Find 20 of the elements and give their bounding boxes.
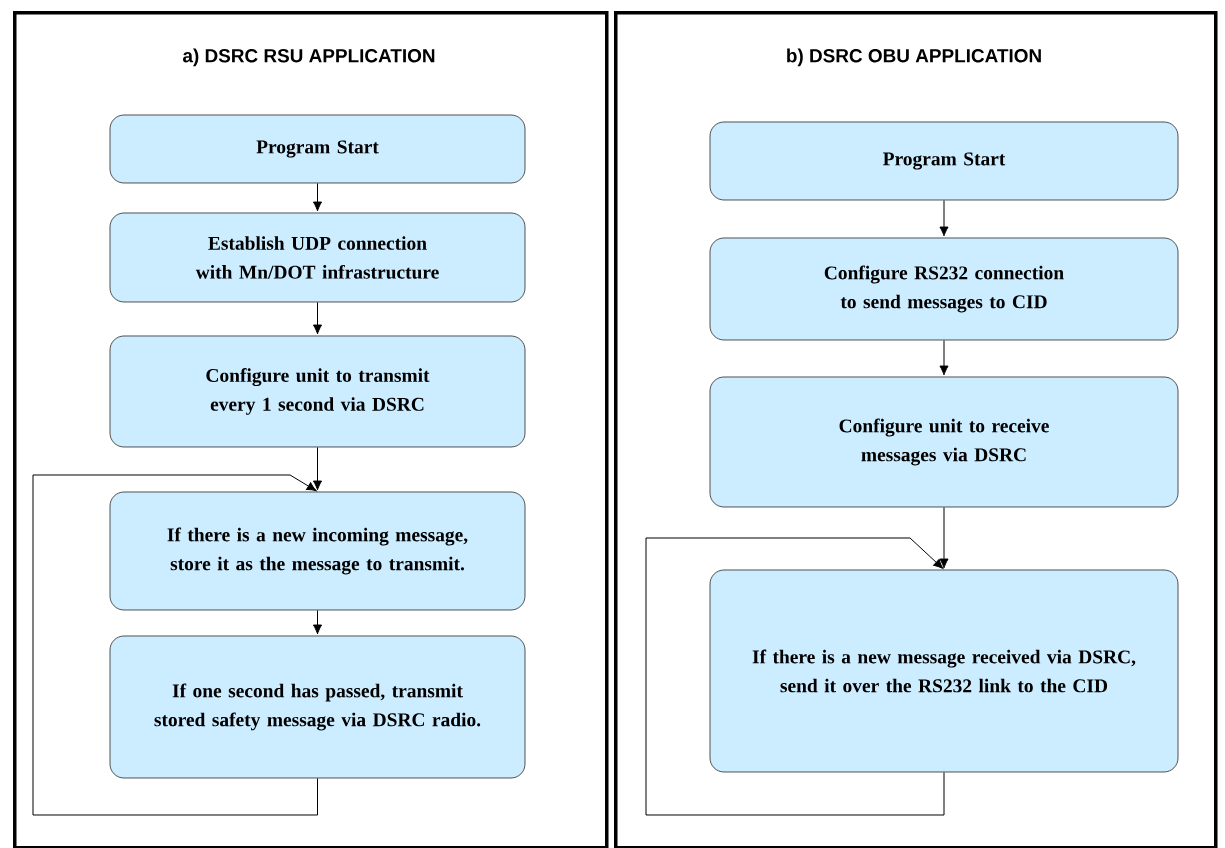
- process-box: If one second has passed, transmit stored safety message via DSRC radio.: [109, 635, 526, 779]
- process-box: Configure unit to receive messages via DSRC: [709, 376, 1179, 508]
- arrow: [939, 506, 949, 569]
- arrow: [312, 609, 323, 635]
- arrow: [32, 474, 318, 816]
- panel-title: b) DSRC OBU APPLICATION: [787, 48, 1041, 67]
- arrow: [312, 446, 323, 491]
- process-box: Configure unit to transmit every 1 second via DSRC: [109, 335, 526, 448]
- process-box: Program Start: [109, 114, 526, 184]
- process-box: Establish UDP connection with Mn/DOT infrastructure: [109, 212, 526, 303]
- arrow: [939, 199, 949, 237]
- process-box: If there is a new message received via DSRC, send it over the RS232 link to the CID: [709, 569, 1179, 773]
- process-box: If there is a new incoming message, store it as the message to transmit.: [109, 491, 526, 611]
- arrow: [939, 339, 949, 376]
- arrow: [312, 182, 323, 212]
- arrow: [645, 537, 945, 816]
- process-box: Configure RS232 connection to send messages to CID: [709, 237, 1179, 341]
- panel-title: a) DSRC RSU APPLICATION: [183, 48, 435, 67]
- arrow: [312, 301, 323, 335]
- process-box: Program Start: [709, 121, 1179, 201]
